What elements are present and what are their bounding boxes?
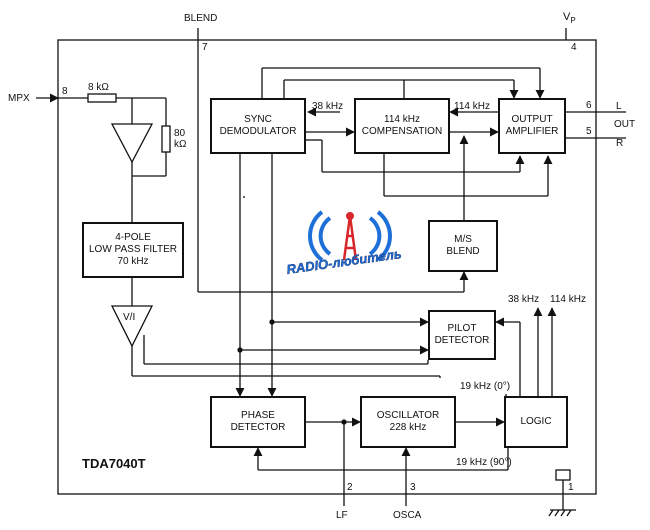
watermark-logo (308, 210, 392, 262)
low-pass-filter-block: 4-POLE LOW PASS FILTER 70 kHz (82, 222, 184, 278)
osca-label: OSCA (393, 510, 422, 521)
vi-converter (110, 305, 154, 348)
pin-7: 7 (202, 42, 208, 53)
vi-label: V/I (123, 312, 136, 323)
out-l-label: L (616, 101, 622, 112)
pin-6: 6 (586, 100, 592, 111)
f19-0-label: 19 kHz (0°) (460, 381, 511, 392)
chip-name: TDA7040T (82, 456, 146, 471)
resistor-8k (87, 93, 117, 103)
phase-detector-block: PHASE DETECTOR (210, 396, 306, 448)
resistor-8k-label: 8 kΩ (88, 82, 109, 93)
pin-2: 2 (347, 482, 353, 493)
pilot-detector-block: PILOT DETECTOR (428, 310, 496, 360)
logic-114khz-label: 114 kHz (550, 294, 586, 305)
chip-outline (57, 39, 597, 495)
input-amplifier (110, 123, 154, 164)
resistor-80k-label-1: 80 (174, 128, 186, 139)
pin-4: 4 (571, 42, 577, 53)
output-amplifier-block: OUTPUT AMPLIFIER (498, 98, 566, 154)
lf-label: LF (336, 510, 348, 521)
oscillator-block: OSCILLATOR 228 kHz (360, 396, 456, 448)
sync-38khz-label: 38 kHz (312, 101, 344, 112)
blend-label: BLEND (184, 13, 218, 24)
mpx-label: MPX (8, 93, 30, 104)
pin-8: 8 (62, 86, 68, 97)
resistor-80k-label-2: kΩ (174, 139, 187, 150)
pin-5: 5 (586, 126, 592, 137)
pin-1: 1 (568, 482, 574, 493)
logic-38khz-label: 38 kHz (508, 294, 540, 305)
vp-label: VP (563, 11, 576, 26)
comp-114khz-label: 114 kHz (454, 101, 490, 112)
logic-block: LOGIC (504, 396, 568, 448)
sync-demodulator-block: SYNC DEMODULATOR (210, 98, 306, 154)
pin-3: 3 (410, 482, 416, 493)
compensation-block: 114 kHz COMPENSATION (354, 98, 450, 154)
resistor-80k (161, 125, 171, 153)
f19-90-label: 19 kHz (90°) (456, 457, 512, 468)
out-label: OUT (614, 119, 636, 130)
ms-blend-block: M/S BLEND (428, 220, 498, 272)
out-r-label: R (616, 138, 624, 149)
